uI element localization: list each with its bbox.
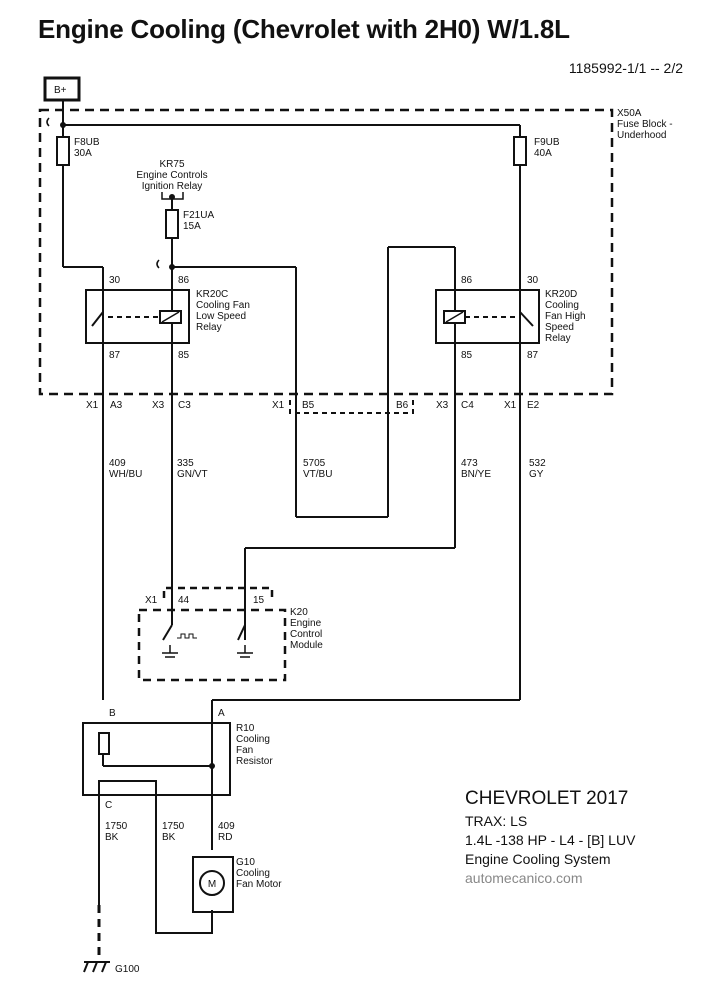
ecm-line2: Control [290,629,322,640]
ecm-pin-15: 15 [253,595,265,606]
fuse-f21ua [165,209,179,239]
wire-1750-b-color: BK [162,832,176,843]
fuse-f9ub [513,136,527,166]
fuse-block-name-2: Underhood [617,130,666,141]
fuse-f21ua-id: F21UA [183,210,214,221]
ignition-relay-line1: Engine Controls [136,170,207,181]
ecm-line3: Module [290,640,323,651]
ecm-connector-outline [162,586,274,598]
pin-a3: A3 [110,400,123,411]
kr20c-line1: Cooling Fan [196,300,250,311]
kr20c-pin-30: 30 [109,275,121,286]
wire-473-color: BN/YE [461,469,491,480]
kr20d-pin-85: 85 [461,350,473,361]
connector-x3-c4: X3 [436,400,449,411]
ecm-outline [137,608,287,682]
kr20c-pin-87: 87 [109,350,121,361]
resistor-pin-b: B [109,708,116,719]
fuse-block-id: X50A [617,108,642,119]
pin-e2: E2 [527,400,540,411]
resistor-line2: Fan [236,745,253,756]
wire-473-circuit: 473 [461,458,478,469]
wire-1750-b-circuit: 1750 [162,821,185,832]
fuse-f9ub-rating: 40A [534,148,552,159]
kr20c-id: KR20C [196,289,228,300]
ecm-pin-44: 44 [178,595,190,606]
motor-g10-box [192,856,234,913]
fuse-f8ub [56,136,70,166]
kr20d-id: KR20D [545,289,577,300]
fuse-f8ub-rating: 30A [74,148,92,159]
kr20d-line2: Fan High [545,311,586,322]
ecm-line1: Engine [290,618,322,629]
fuse-f9ub-id: F9UB [534,137,560,148]
resistor-pin-a: A [218,708,225,719]
vehicle-system: Engine Cooling System [465,851,611,867]
vehicle-info: CHEVROLET 2017 TRAX: LS 1.4L -138 HP - L… [465,788,635,886]
relay-kr20d-box [435,289,540,344]
resistor-line1: Cooling [236,734,270,745]
kr20d-pin-30: 30 [527,275,539,286]
kr20d-line3: Speed [545,322,574,333]
resistor-line3: Resistor [236,756,273,767]
kr20d-pin-86: 86 [461,275,473,286]
vehicle-brand: CHEVROLET 2017 [465,788,629,809]
wire-335-color: GN/VT [177,469,208,480]
diagram-title: Engine Cooling (Chevrolet with 2H0) W/1.… [38,14,570,44]
kr20c-line3: Relay [196,322,222,333]
ecm-connector-id: X1 [145,595,158,606]
resistor-pin-c: C [105,800,112,811]
kr20d-line1: Cooling [545,300,579,311]
ignition-relay-line2: Ignition Relay [142,181,203,192]
fuse-f8ub-id: F8UB [74,137,100,148]
wire-5705-color: VT/BU [303,469,332,480]
kr20d-line4: Relay [545,333,571,344]
motor-line1: Cooling [236,868,270,879]
fuse-block-outline [38,108,614,396]
pin-b5: B5 [302,400,315,411]
connector-x1-a3: X1 [86,400,99,411]
resistor-id: R10 [236,723,255,734]
wire-532-circuit: 532 [529,458,546,469]
kr20d-pin-87: 87 [527,350,539,361]
connector-x1-e2: X1 [504,400,517,411]
fuse-block-name-1: Fuse Block - [617,119,673,130]
motor-line2: Fan Motor [236,879,282,890]
pin-b6: B6 [396,400,409,411]
wire-409-rd-circuit: 409 [218,821,235,832]
ignition-relay-id: KR75 [159,159,184,170]
kr20c-pin-86: 86 [178,275,190,286]
vehicle-engine: 1.4L -138 HP - L4 - [B] LUV [465,832,636,848]
ground-g100-label: G100 [115,964,140,975]
fuse-f21ua-rating: 15A [183,221,201,232]
motor-icon: M [208,879,216,890]
motor-id: G10 [236,857,255,868]
wire-1750-a-circuit: 1750 [105,821,128,832]
labels: B+ X50A Fuse Block - Underhood F8UB 30A … [54,85,673,975]
vehicle-model: TRAX: LS [465,813,528,829]
wire-532-color: GY [529,469,544,480]
b-plus-label: B+ [54,85,67,96]
wire-409-color: WH/BU [109,469,142,480]
connector-x3-c3: X3 [152,400,165,411]
wire-335-circuit: 335 [177,458,194,469]
website-watermark: automecanico.com [465,870,583,886]
pin-c3: C3 [178,400,191,411]
wire-1750-a-color: BK [105,832,119,843]
kr20c-pin-85: 85 [178,350,190,361]
wire-409-rd-color: RD [218,832,232,843]
wire-409-circuit: 409 [109,458,126,469]
connector-x1-b5: X1 [272,400,285,411]
wire-5705-circuit: 5705 [303,458,326,469]
ecm-id: K20 [290,607,308,618]
document-number: 1185992-1/1 -- 2/2 [568,60,683,76]
pin-c4: C4 [461,400,474,411]
kr20c-line2: Low Speed [196,311,246,322]
relay-kr20c-box [85,289,190,344]
